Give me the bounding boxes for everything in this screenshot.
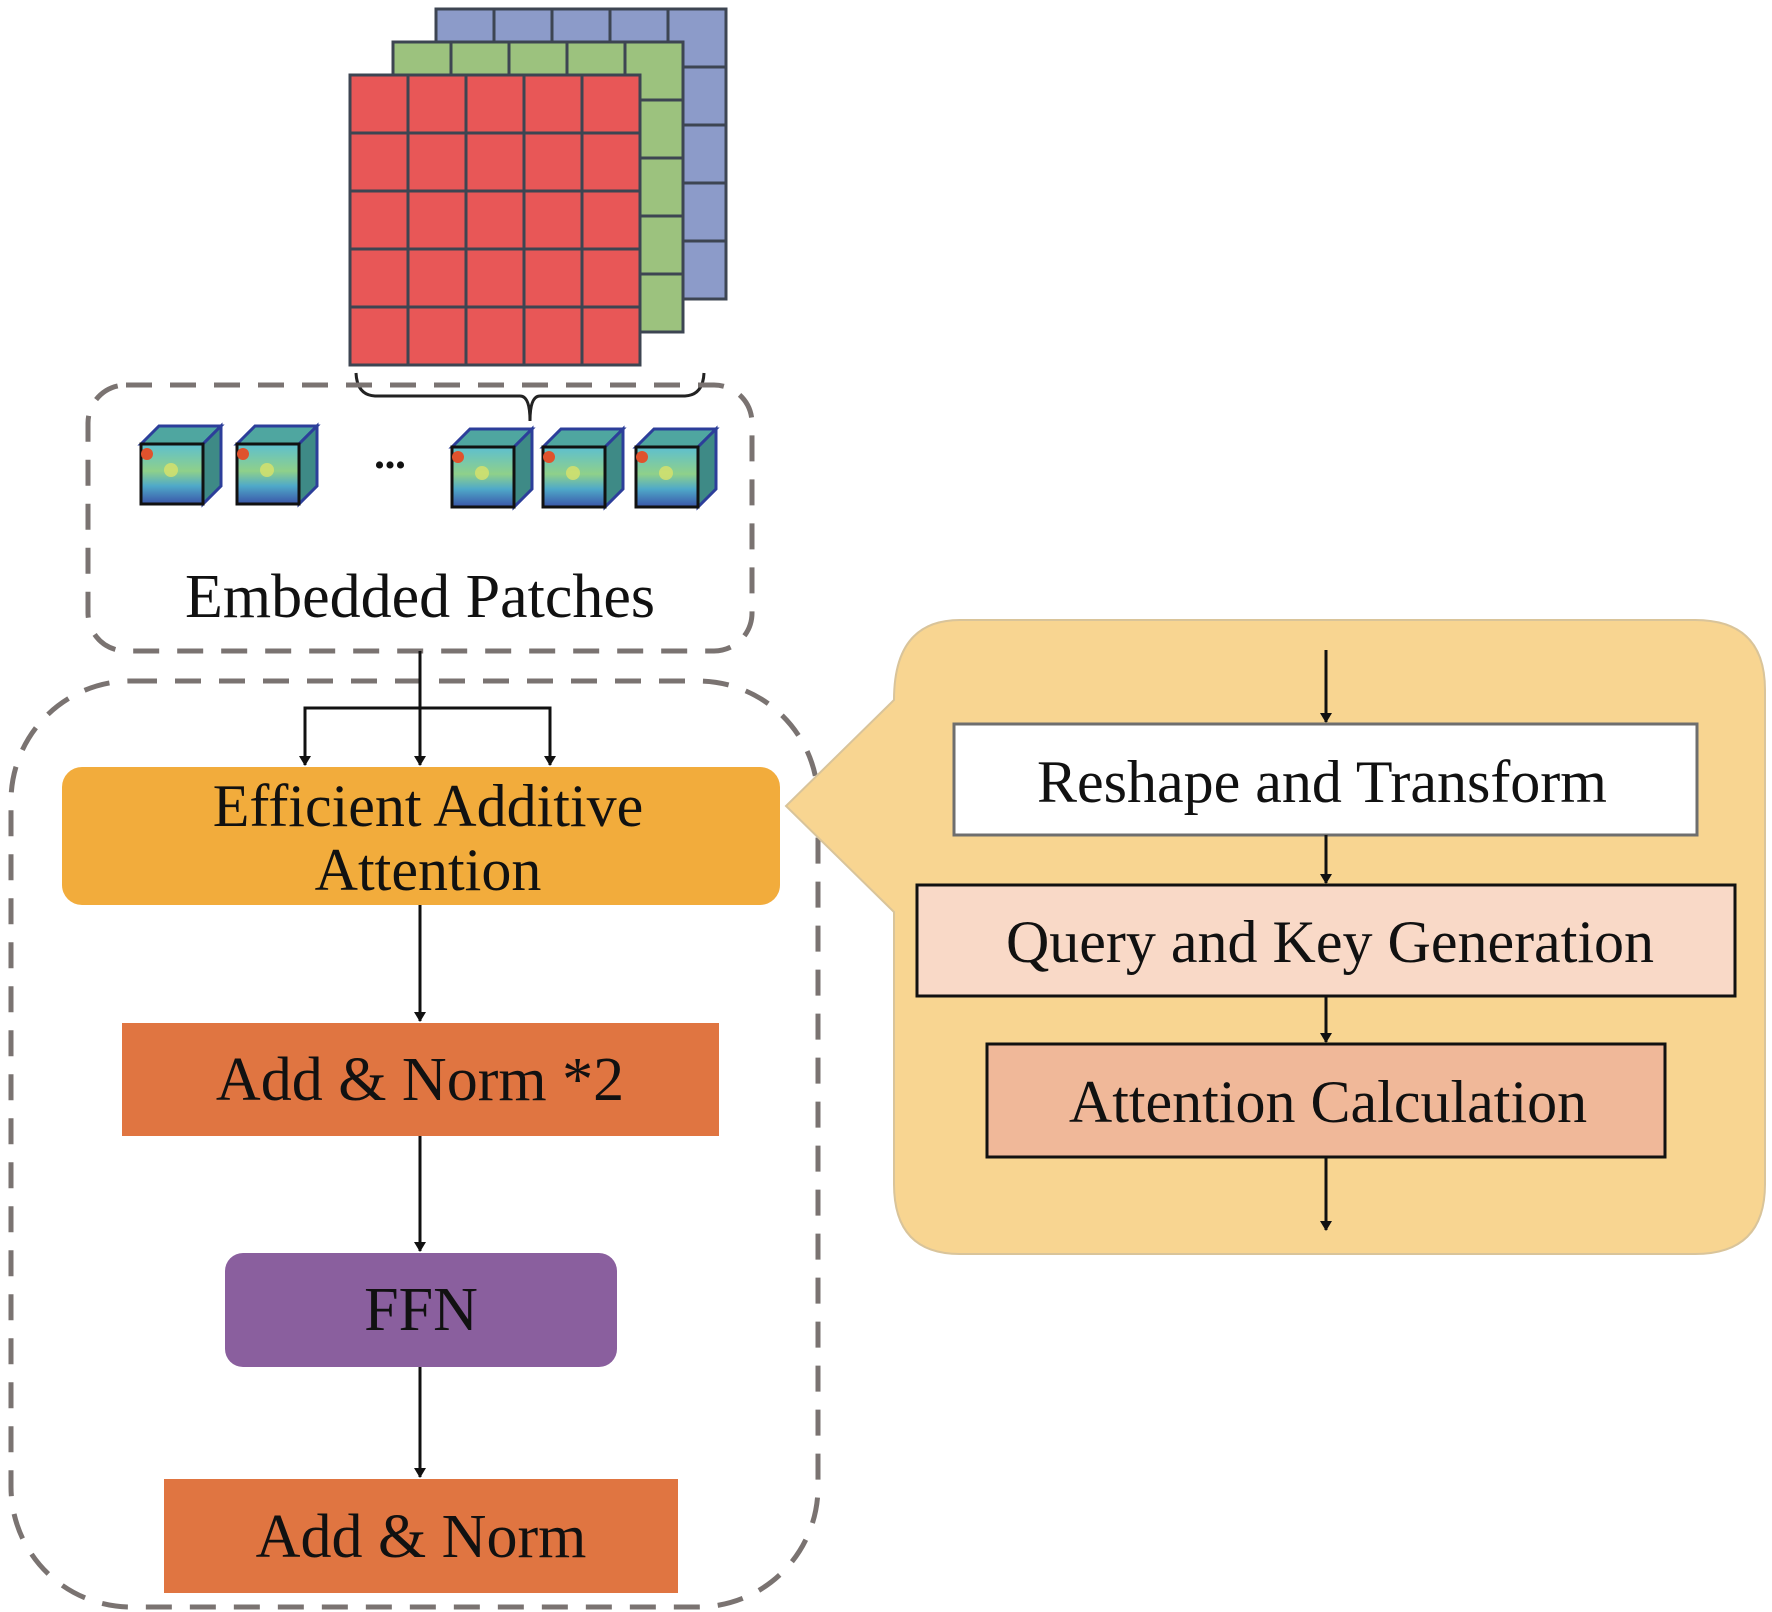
grid-cell [580,131,642,193]
grid-cell [348,189,410,251]
patch-cube [448,425,536,511]
grid-cell [522,73,584,135]
eaa-label-line1: Efficient Additive [213,773,643,839]
grid-cell [522,189,584,251]
grid-cell [406,131,468,193]
embedded-patches-label: Embedded Patches [185,563,655,631]
grid-cell [406,189,468,251]
grid-cell [406,73,468,135]
ffn-block[interactable] [225,1253,617,1367]
eaa-label-line2: Attention [315,837,542,903]
grid-cell [464,247,526,309]
grid-cell [580,73,642,135]
grid-cell [464,73,526,135]
attention-calculation-step[interactable] [985,1042,1667,1159]
efficient-additive-attention-block[interactable] [62,767,780,905]
patch-cube [632,425,720,511]
grid-cell [580,247,642,309]
grid-cell [464,305,526,367]
add-norm-2-block[interactable] [122,1023,719,1136]
grid-cell [464,131,526,193]
attention-calculation-label: Attention Calculation [1069,1069,1587,1135]
add-norm-block[interactable] [164,1479,678,1593]
input-feature-grids [348,7,728,367]
patch-ellipsis: ••• [374,449,406,482]
patch-cube [539,425,627,511]
patch-cubes [137,422,720,511]
grid-cell [348,131,410,193]
grid-layer-red [348,73,642,367]
ffn-label: FFN [364,1276,478,1344]
query-key-generation-label: Query and Key Generation [1006,909,1654,975]
grid-cell [522,131,584,193]
add-norm-label: Add & Norm [256,1503,587,1571]
grid-cell [348,305,410,367]
patch-brace [354,372,706,422]
grid-cell [580,305,642,367]
reshape-transform-label: Reshape and Transform [1037,749,1607,815]
add-norm-2-label: Add & Norm *2 [216,1046,624,1114]
grid-cell [580,189,642,251]
encoder-block-box [8,678,821,1610]
grid-cell [406,305,468,367]
grid-cell [348,247,410,309]
patches-to-attention-arrows [299,651,556,766]
grid-cell [522,247,584,309]
grid-cell [464,189,526,251]
grid-cell [522,305,584,367]
reshape-transform-step[interactable] [952,722,1699,837]
patch-cube [137,422,225,508]
grid-cell [406,247,468,309]
grid-cell [348,73,410,135]
patch-cube [233,422,321,508]
